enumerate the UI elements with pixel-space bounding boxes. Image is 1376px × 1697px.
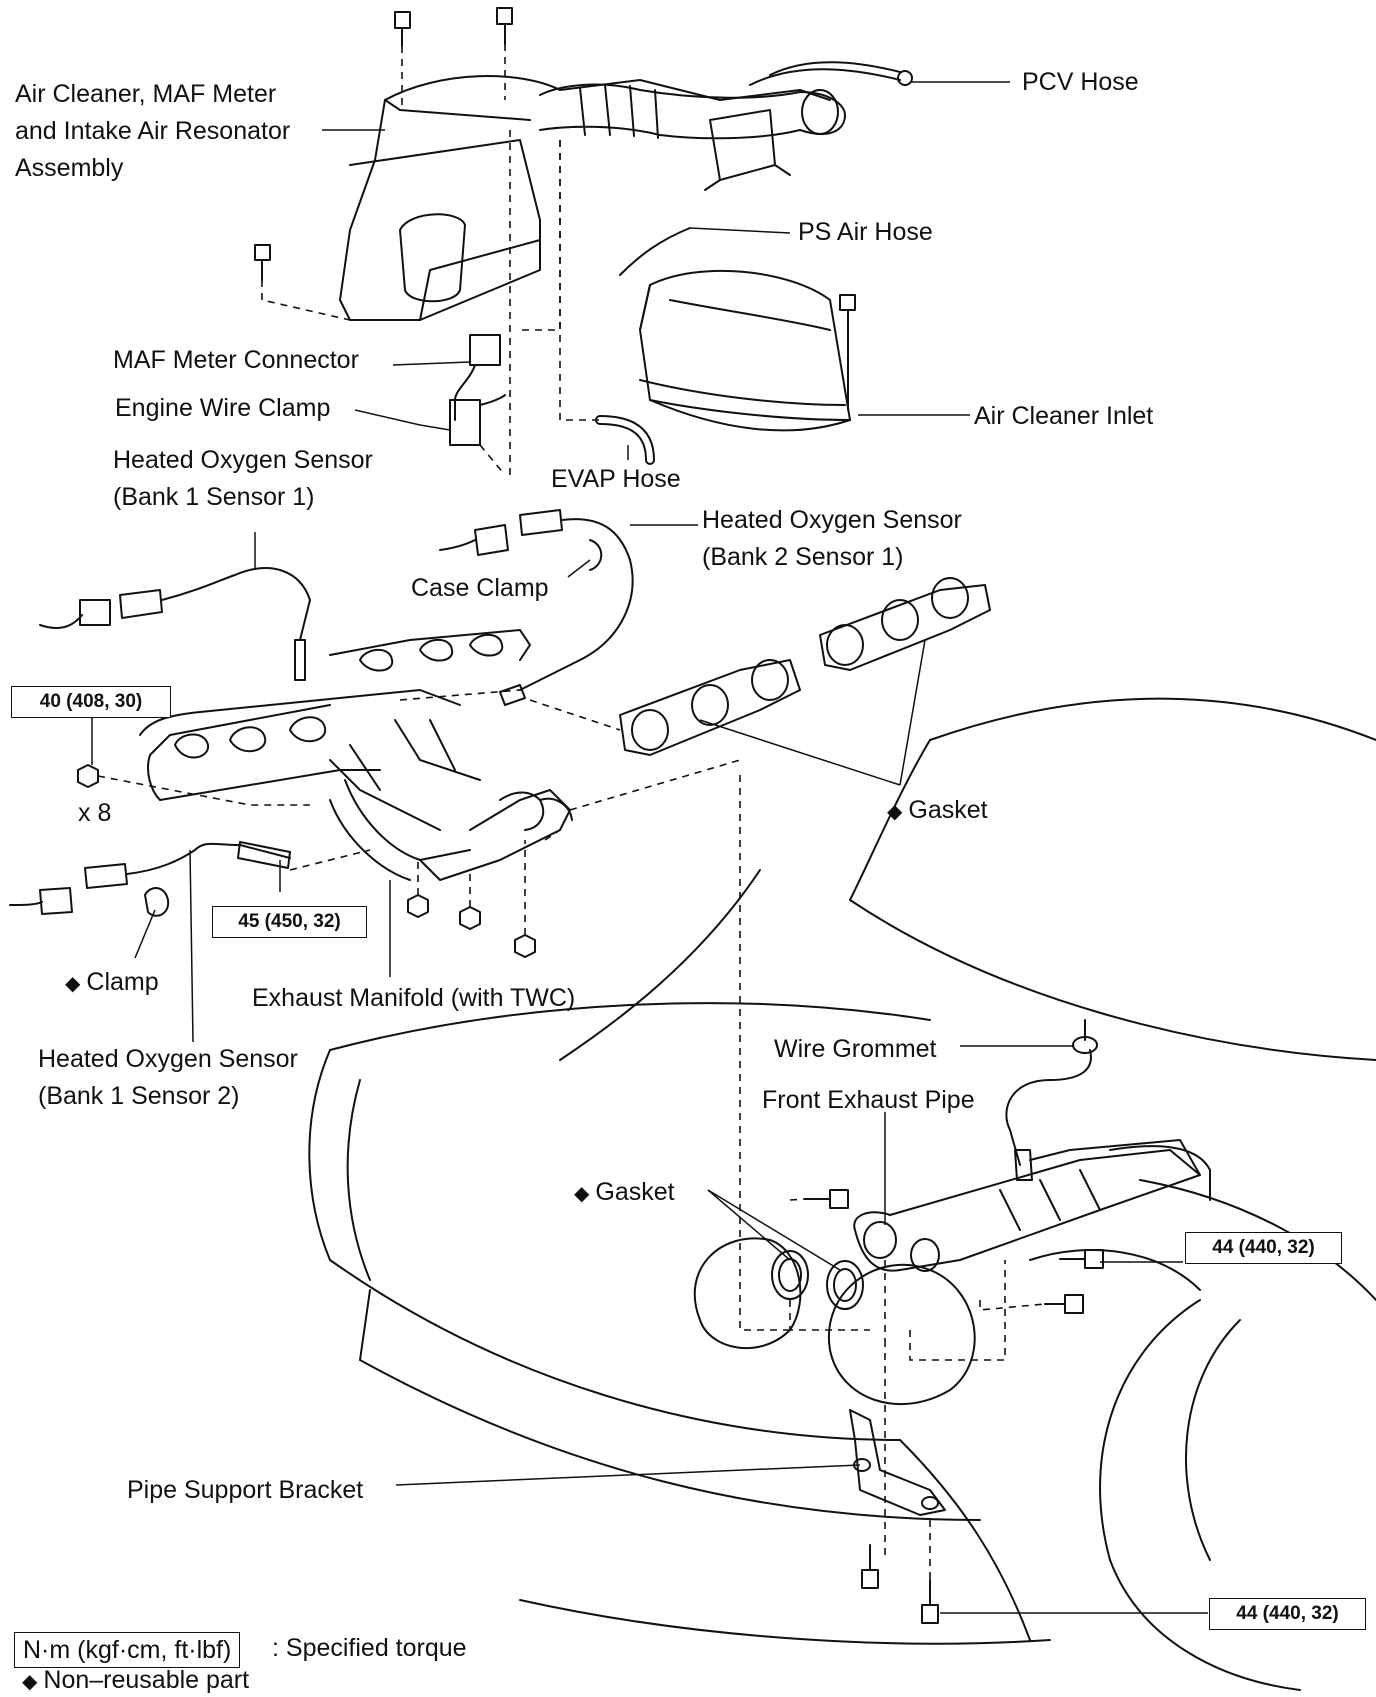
label-ho2s-bank1-sensor2: Heated Oxygen Sensor (Bank 1 Sensor 2) [38,1045,298,1110]
legend-nonreusable-text: Non–reusable part [43,1666,250,1694]
label-maf-meter-connector: MAF Meter Connector [113,346,359,374]
manifold-stud-nuts [407,894,536,958]
label-front-exhaust-pipe: Front Exhaust Pipe [762,1086,975,1114]
vehicle-body-outline [308,697,1376,1691]
air-cleaner-assembly [339,61,901,321]
legend-nonreusable: ◆Non–reusable part [22,1665,249,1697]
wire-grommet-part [1005,1019,1098,1181]
o2-sensor-bank2-sensor1 [439,509,634,706]
air-cleaner-inlet-part [639,269,851,432]
exhaust-manifold-part [139,629,573,881]
bracket-bolts [861,1544,939,1624]
maf-connector-part [449,334,506,446]
torque-box-manifold-nut: 40 (408, 30) [11,686,171,718]
legend-unit-description: : Specified torque [272,1634,467,1662]
o2-sensor-bank1-sensor2 [9,841,291,915]
inlet-bolt [839,294,856,411]
label-pipe-support-bracket: Pipe Support Bracket [127,1476,364,1504]
label-wire-grommet: Wire Grommet [774,1035,937,1063]
label-count-x8: x 8 [78,799,112,827]
label-ho2s-bank1-sensor1: Heated Oxygen Sensor (Bank 1 Sensor 1) [113,446,373,511]
label-ps-air-hose: PS Air Hose [798,218,933,246]
label-ho2s-bank2-sensor1: Heated Oxygen Sensor (Bank 2 Sensor 1) [702,506,962,571]
clamp-text: Clamp [86,968,159,996]
assembly-dashed-lines [97,44,1046,1580]
label-pcv-hose: PCV Hose [1022,68,1139,96]
label-evap-hose: EVAP Hose [551,465,681,493]
pipe-support-bracket-part [849,1409,946,1516]
label-air-cleaner-inlet: Air Cleaner Inlet [974,402,1154,430]
label-engine-wire-clamp: Engine Wire Clamp [115,394,331,422]
label-air-cleaner-assembly: Air Cleaner, MAF Meter and Intake Air Re… [15,80,291,182]
label-case-clamp: Case Clamp [411,574,549,602]
legend-unit-box: N·m (kgf·cm, ft·lbf) [14,1632,241,1668]
side-bolt [254,244,271,281]
case-clamp-part [589,539,603,571]
non-reusable-symbol: ◆ [574,1183,590,1205]
o2-sensor-bank1-sensor1 [39,567,311,681]
ps-air-hose [619,227,691,276]
upper-bolt-right [496,7,513,45]
pipe-flange-bolts [804,1189,1104,1314]
pipe-gaskets-part [771,1250,864,1310]
upper-bolt-left [394,11,411,47]
gasket-lower-text: Gasket [595,1178,675,1206]
manifold-nut [77,764,99,788]
front-exhaust-pipe-part [853,1139,1211,1272]
label-exhaust-manifold: Exhaust Manifold (with TWC) [252,984,576,1012]
non-reusable-symbol: ◆ [22,1671,38,1693]
torque-box-sensor-b1s2: 45 (450, 32) [212,906,367,938]
non-reusable-symbol: ◆ [65,973,81,995]
label-gasket-upper: ◆Gasket [887,792,988,831]
torque-box-bracket-bolt: 44 (440, 32) [1209,1598,1366,1630]
torque-box-pipe-bolt: 44 (440, 32) [1185,1232,1342,1264]
label-gasket-lower: ◆Gasket [574,1174,675,1213]
label-clamp: ◆Clamp [65,964,159,1003]
gasket-upper-text: Gasket [908,796,988,824]
clamp-part [144,887,170,917]
leader-lines [91,81,1208,1614]
pcv-hose-fitting [897,70,913,86]
non-reusable-symbol: ◆ [887,801,903,823]
manifold-gaskets-part [619,577,991,756]
